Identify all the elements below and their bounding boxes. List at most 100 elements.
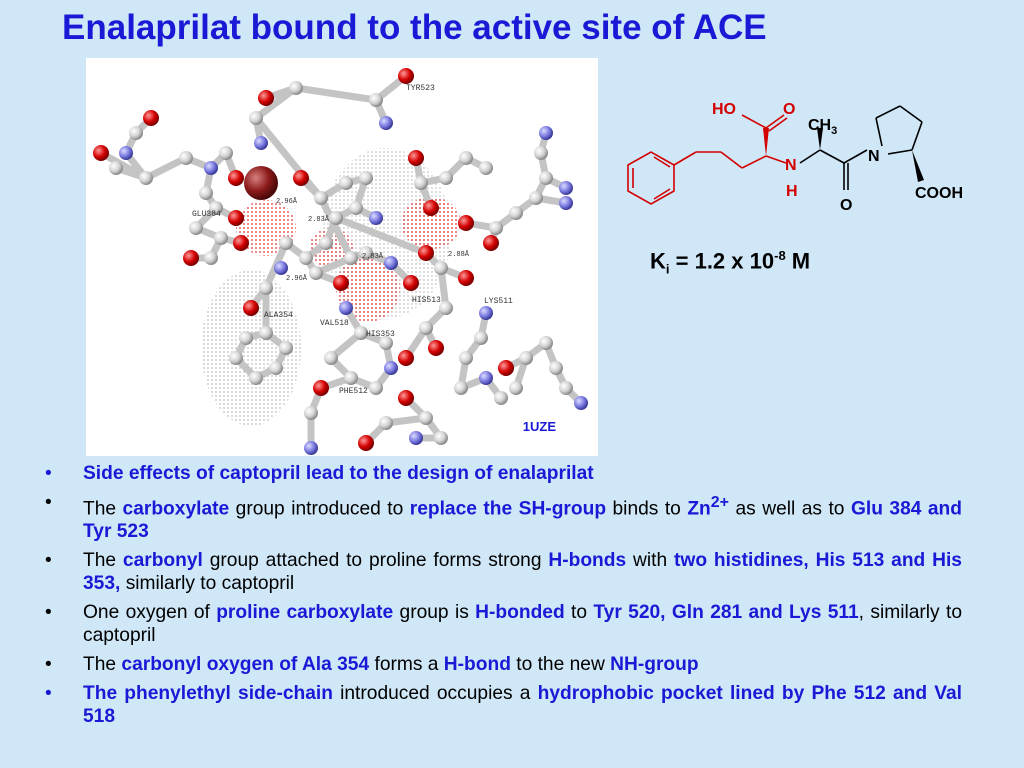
carbon-atom <box>439 171 453 185</box>
oxygen-atom <box>458 270 474 286</box>
nitrogen-atom <box>539 126 553 140</box>
carbon-atom <box>259 281 273 295</box>
oxygen-atom <box>498 360 514 376</box>
residue-label: VAL518 <box>320 319 349 328</box>
nitrogen-atom <box>274 261 288 275</box>
carbon-atom <box>209 201 223 215</box>
residue-label: LYS511 <box>484 297 513 306</box>
body-text: One oxygen of <box>83 602 217 624</box>
carbon-atom <box>339 176 353 190</box>
body-text: to <box>564 602 594 624</box>
nitrogen-atom <box>254 136 268 150</box>
residue-label: HIS353 <box>366 330 395 339</box>
residue-label: GLU384 <box>192 210 221 219</box>
carbon-atom <box>299 251 313 265</box>
residue-label: HIS513 <box>412 296 441 305</box>
carbon-atom <box>279 341 293 355</box>
carbon-atom <box>314 191 328 205</box>
residue-label: PHE512 <box>339 387 368 396</box>
nitrogen-atom <box>304 441 318 455</box>
residue-label: ALA354 <box>264 311 293 320</box>
carbon-atom <box>369 381 383 395</box>
emphasis-text: The phenylethyl side-chain <box>83 683 333 705</box>
carbon-atom <box>549 361 563 375</box>
emphasis-text: H-bonded <box>475 602 565 624</box>
distance-label: 2.96Å <box>286 274 308 283</box>
nitrogen-atom <box>384 256 398 270</box>
oxygen-atom <box>483 235 499 251</box>
amine-n-label: N <box>785 157 797 174</box>
carbon-atom <box>359 246 373 260</box>
emphasis-text: carboxylate <box>122 498 230 520</box>
emphasis-text: Tyr 520, Gln 281 and Lys 511 <box>593 602 859 624</box>
oxygen-atom <box>398 390 414 406</box>
methyl-label: CH3 <box>808 117 837 137</box>
distance-label: 2.83Å <box>308 215 330 224</box>
nitrogen-atom <box>559 196 573 210</box>
oxygen-atom <box>228 170 244 186</box>
nitrogen-atom <box>369 211 383 225</box>
oxygen-atom <box>243 300 259 316</box>
bullet-list: Side effects of captopril lead to the de… <box>40 462 962 734</box>
bond <box>317 194 355 262</box>
emphasis-text: 2+ <box>710 494 730 511</box>
carbon-atom <box>509 206 523 220</box>
bond <box>332 214 430 257</box>
emphasis-text: Side effects of captopril lead to the de… <box>83 463 594 484</box>
bullet-item: One oxygen of proline carboxylate group … <box>40 601 962 647</box>
carbon-atom <box>304 406 318 420</box>
nitrogen-atom <box>339 301 353 315</box>
oxygen-atom <box>398 68 414 84</box>
carbon-atom <box>214 231 228 245</box>
body-text: group is <box>393 602 476 624</box>
bullet-item: The carbonyl group attached to proline f… <box>40 549 962 595</box>
distance-label: 2.83Å <box>362 252 384 261</box>
carbon-atom <box>419 411 433 425</box>
oxygen-atom <box>293 170 309 186</box>
bond <box>252 84 300 122</box>
carbon-atom <box>329 211 343 225</box>
oxygen-atom <box>418 245 434 261</box>
emphasis-text: H-bond <box>443 654 511 676</box>
bond <box>142 154 190 182</box>
body-text: as well as to <box>729 498 851 520</box>
carbon-atom <box>309 266 323 280</box>
carbon-atom <box>494 391 508 405</box>
stereo-center <box>741 114 788 164</box>
nitrogen-atom <box>119 146 133 160</box>
carbon-atom <box>439 301 453 315</box>
carbon-atom <box>189 221 203 235</box>
bullet-item: The phenylethyl side-chain introduced oc… <box>40 682 962 728</box>
carbon-atom <box>259 326 273 340</box>
body-text: with <box>626 550 674 572</box>
distance-label: 2.96Å <box>276 197 298 206</box>
bullet-item: Side effects of captopril lead to the de… <box>40 462 962 485</box>
stereo-wedge <box>912 150 924 182</box>
body-text: The <box>83 498 123 520</box>
carbon-atom <box>109 161 123 175</box>
oxygen-atom <box>258 90 274 106</box>
carbon-atom <box>489 221 503 235</box>
body-text: binds to <box>606 498 688 520</box>
ho-label: HO <box>712 101 736 118</box>
emphasis-text: H-bonds <box>548 550 627 572</box>
carbon-atom <box>349 201 363 215</box>
bullet-item: The carboxylate group introduced to repl… <box>40 491 962 543</box>
carbon-atom <box>419 321 433 335</box>
residue-label: TYR523 <box>406 84 435 93</box>
emphasis-text: hydrophobic pocket lined by Phe 512 and … <box>83 683 962 728</box>
carbon-atom <box>139 171 153 185</box>
carbon-atom <box>379 336 393 350</box>
carbon-atom <box>204 251 218 265</box>
oxygen-atom <box>428 340 444 356</box>
carbon-atom <box>529 191 543 205</box>
carbon-atom <box>344 251 358 265</box>
body-text: forms a <box>369 654 444 676</box>
oxygen-atom <box>143 110 159 126</box>
oxygen-atom <box>398 350 414 366</box>
carbon-atom <box>344 371 358 385</box>
carbon-atom <box>539 171 553 185</box>
chemical-structure-drawing: HO O CH3 N H N O COOH <box>627 101 963 214</box>
carbon-atom <box>509 381 523 395</box>
